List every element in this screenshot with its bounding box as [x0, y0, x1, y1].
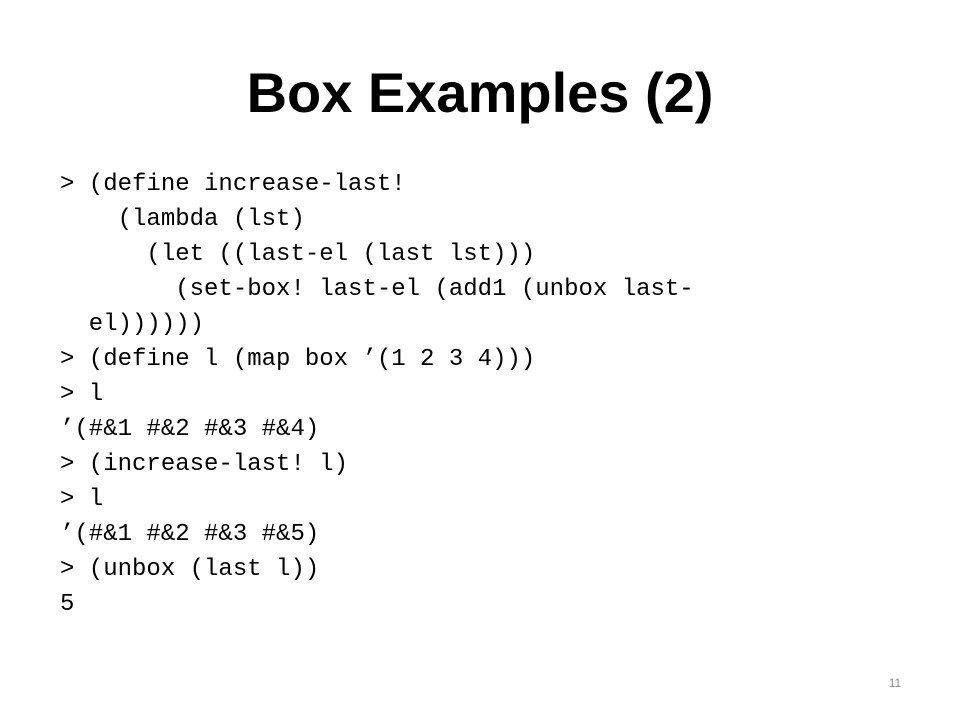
- code-line: (let ((last-el (last lst))): [60, 241, 536, 268]
- code-line: > (unbox (last l)): [60, 556, 320, 583]
- slide-title: Box Examples (2): [246, 61, 714, 124]
- page-number: 11: [888, 676, 902, 690]
- code-line: > l: [60, 486, 104, 513]
- code-line: > l: [60, 381, 104, 408]
- code-line: (set-box! last-el (add1 (unbox last-: [60, 276, 694, 303]
- code-line: > (define l (map box ’(1 2 3 4))): [60, 346, 536, 373]
- code-line: (lambda (lst): [60, 206, 305, 233]
- code-line: > (increase-last! l): [60, 451, 349, 478]
- code-line: ’(#&1 #&2 #&3 #&5): [60, 521, 320, 548]
- code-listing: > (define increase-last! (lambda (lst) (…: [60, 167, 850, 622]
- code-line: > (define increase-last!: [60, 171, 406, 198]
- code-line: 5: [60, 591, 75, 618]
- code-line: ’(#&1 #&2 #&3 #&4): [60, 416, 320, 443]
- code-line: el)))))): [60, 311, 205, 338]
